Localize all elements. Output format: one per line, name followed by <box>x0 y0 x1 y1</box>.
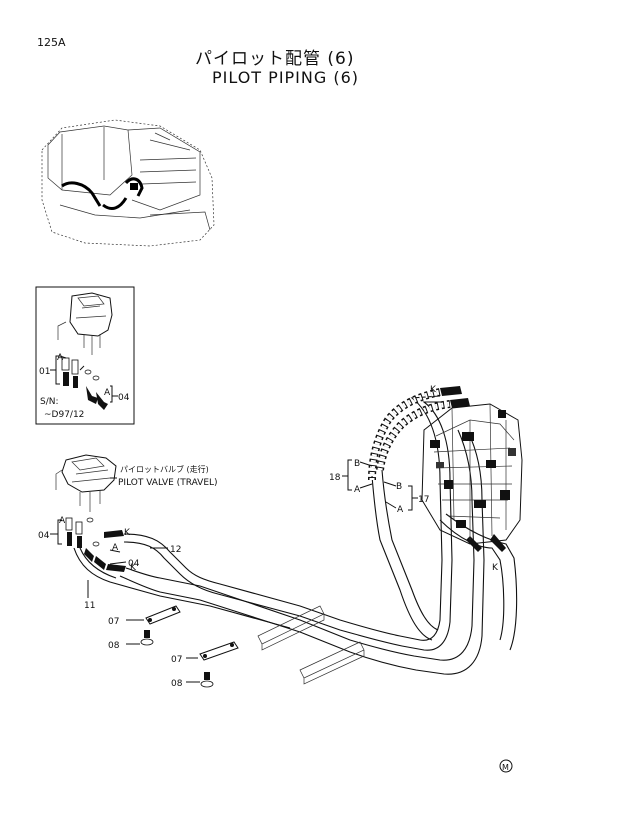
label-b: B <box>354 459 360 469</box>
callout-01: 01 <box>39 367 50 377</box>
callout-04-leader <box>109 561 127 565</box>
label-a-leader <box>109 549 121 553</box>
callout-04: 04 <box>38 531 50 541</box>
label-a-17: A <box>397 505 404 515</box>
label-a-fitting: A <box>59 516 66 526</box>
inset-label-a: A <box>57 353 64 363</box>
callout-07-2: 07 <box>171 655 182 665</box>
footer-mark: M <box>502 763 509 772</box>
label-a-18: A <box>354 485 361 495</box>
excavator-overview-sketch <box>41 119 215 247</box>
callout-18: 18 <box>329 473 341 483</box>
serial-number-label: S/N: <box>40 397 59 407</box>
footer-mark-circle <box>499 759 513 773</box>
callout-17-bracket <box>408 485 418 511</box>
label-k-1: K <box>124 528 131 538</box>
callout-07: 07 <box>108 617 119 627</box>
callout-04-2: 04 <box>128 559 140 569</box>
callout-08-2: 08 <box>171 679 183 689</box>
label-k-3: K <box>430 385 437 395</box>
spiral-hose-guard <box>368 388 451 481</box>
label-k-2: K <box>130 563 137 573</box>
hose-clamp <box>140 605 181 646</box>
label-k-4: K <box>492 563 499 573</box>
pilot-hoses <box>73 395 518 675</box>
callout-08: 08 <box>108 641 120 651</box>
hose-end-fitting-2 <box>450 398 470 408</box>
inset-label-a-2: A <box>104 388 111 398</box>
callout-04-bracket <box>50 519 62 545</box>
page-code: 125A <box>37 36 66 49</box>
callout-17: 17 <box>418 495 429 505</box>
clamp-leaders <box>126 619 200 683</box>
page-title-japanese: パイロット配管 (6) <box>195 49 355 69</box>
callout-11: 11 <box>84 601 95 611</box>
hose-end-fitting <box>440 386 462 396</box>
label-a-fitting-2: A <box>112 543 119 553</box>
serial-number-range: ~D97/12 <box>44 410 84 420</box>
hose-clamp-2 <box>199 641 239 688</box>
callout-12: 12 <box>170 545 181 555</box>
label-b-2: B <box>396 482 402 492</box>
mounting-bracket <box>257 605 365 685</box>
callout-leaders <box>359 461 397 509</box>
callout-18-bracket <box>342 459 352 491</box>
pilot-valve-label-japanese: パイロットバルブ (走行) <box>120 464 209 474</box>
control-valve-block <box>421 403 523 545</box>
page-title: PILOT PIPING (6) <box>212 68 360 87</box>
pilot-valve-label: PILOT VALVE (TRAVEL) <box>118 478 218 488</box>
inset-detail-box: A A 01 04 S/N: ~D97/12 <box>35 286 135 425</box>
pilot-valve-travel <box>55 454 117 512</box>
hose-end-fitting-4 <box>490 534 506 552</box>
valve-fittings <box>65 517 126 572</box>
callout-04-inset: 04 <box>118 393 130 403</box>
